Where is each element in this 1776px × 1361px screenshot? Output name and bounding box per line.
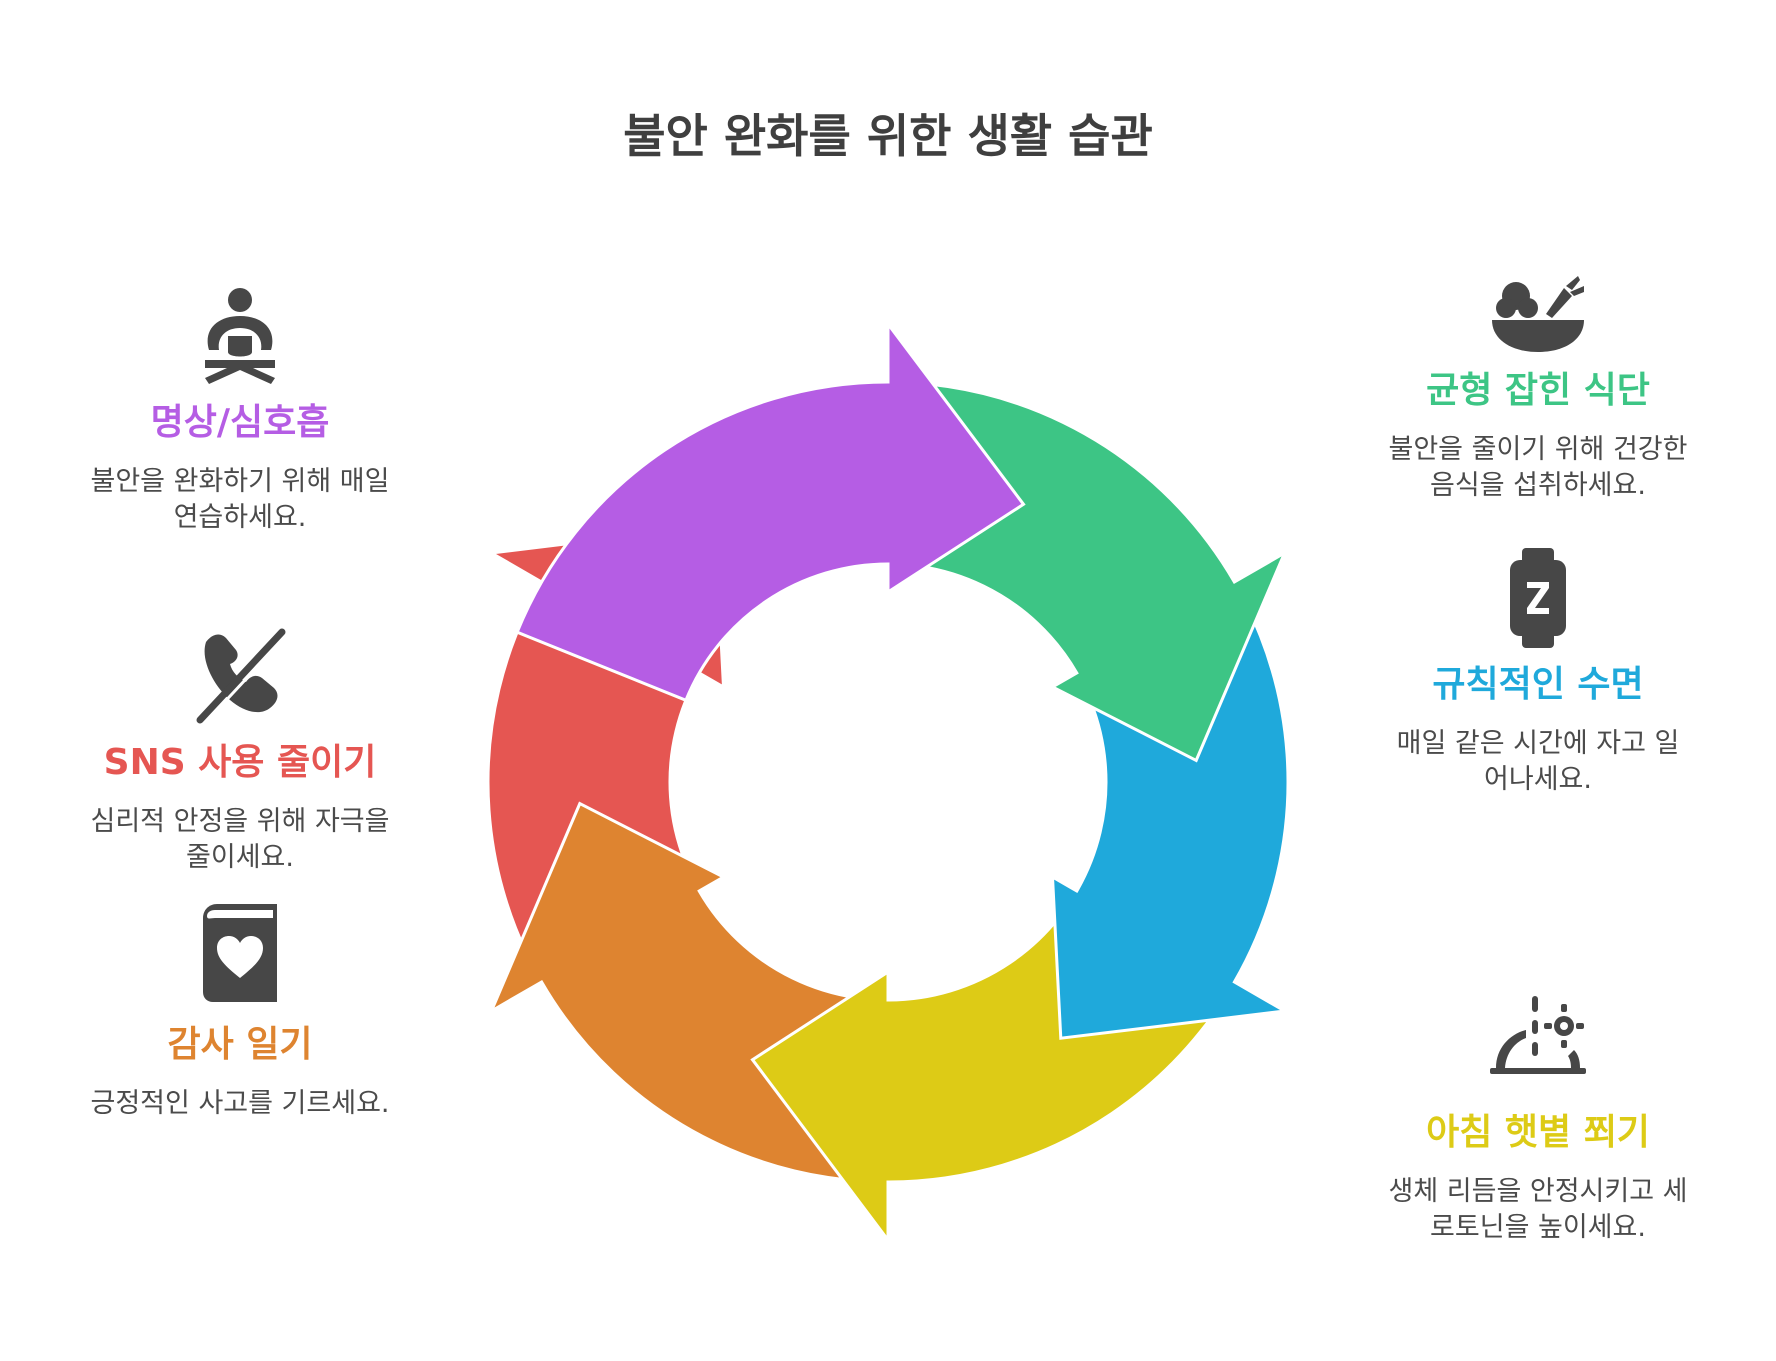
no-phone-icon	[196, 628, 289, 725]
habit-title: 규칙적인 수면	[1432, 664, 1644, 705]
habit-description: 생체 리듬을 안정시키고 세로토닌을 높이세요.	[1388, 1176, 1688, 1243]
salad-bowl-icon	[1492, 276, 1584, 352]
habit-title: 균형 잡힌 식단	[1426, 370, 1650, 411]
habit-sns: SNS 사용 줄이기 심리적 안정을 위해 자극을 줄이세요.	[90, 626, 390, 876]
sleep-watch-icon	[1510, 548, 1566, 648]
heart-journal-icon	[203, 904, 277, 1002]
habit-title: 감사 일기	[167, 1024, 313, 1065]
habit-sunlight: 아침 햇볕 쬐기 생체 리듬을 안정시키고 세로토닌을 높이세요.	[1388, 996, 1688, 1246]
habit-title: SNS 사용 줄이기	[103, 742, 377, 783]
habit-description: 긍정적인 사고를 기르세요.	[90, 1088, 390, 1119]
sunrise-icon	[1490, 996, 1586, 1074]
habit-description: 불안을 줄이기 위해 건강한 음식을 섭취하세요.	[1388, 434, 1688, 501]
habit-description: 심리적 안정을 위해 자극을 줄이세요.	[90, 806, 390, 873]
habit-title: 아침 햇볕 쬐기	[1426, 1112, 1650, 1153]
habit-title: 명상/심호흡	[150, 402, 330, 443]
habit-description: 매일 같은 시간에 자고 일어나세요.	[1396, 728, 1680, 795]
arrow-meditation	[515, 319, 1026, 703]
habit-description: 불안을 완화하기 위해 매일 연습하세요.	[90, 466, 390, 533]
habit-sleep: 규칙적인 수면 매일 같은 시간에 자고 일어나세요.	[1388, 548, 1688, 798]
habit-diet: 균형 잡힌 식단 불안을 줄이기 위해 건강한 음식을 섭취하세요.	[1388, 274, 1688, 504]
meditation-icon	[205, 288, 275, 384]
habit-meditation: 명상/심호흡 불안을 완화하기 위해 매일 연습하세요.	[90, 286, 390, 536]
habit-gratitude: 감사 일기 긍정적인 사고를 기르세요.	[90, 904, 390, 1122]
page-title: 불안 완화를 위한 생활 습관	[623, 109, 1153, 163]
